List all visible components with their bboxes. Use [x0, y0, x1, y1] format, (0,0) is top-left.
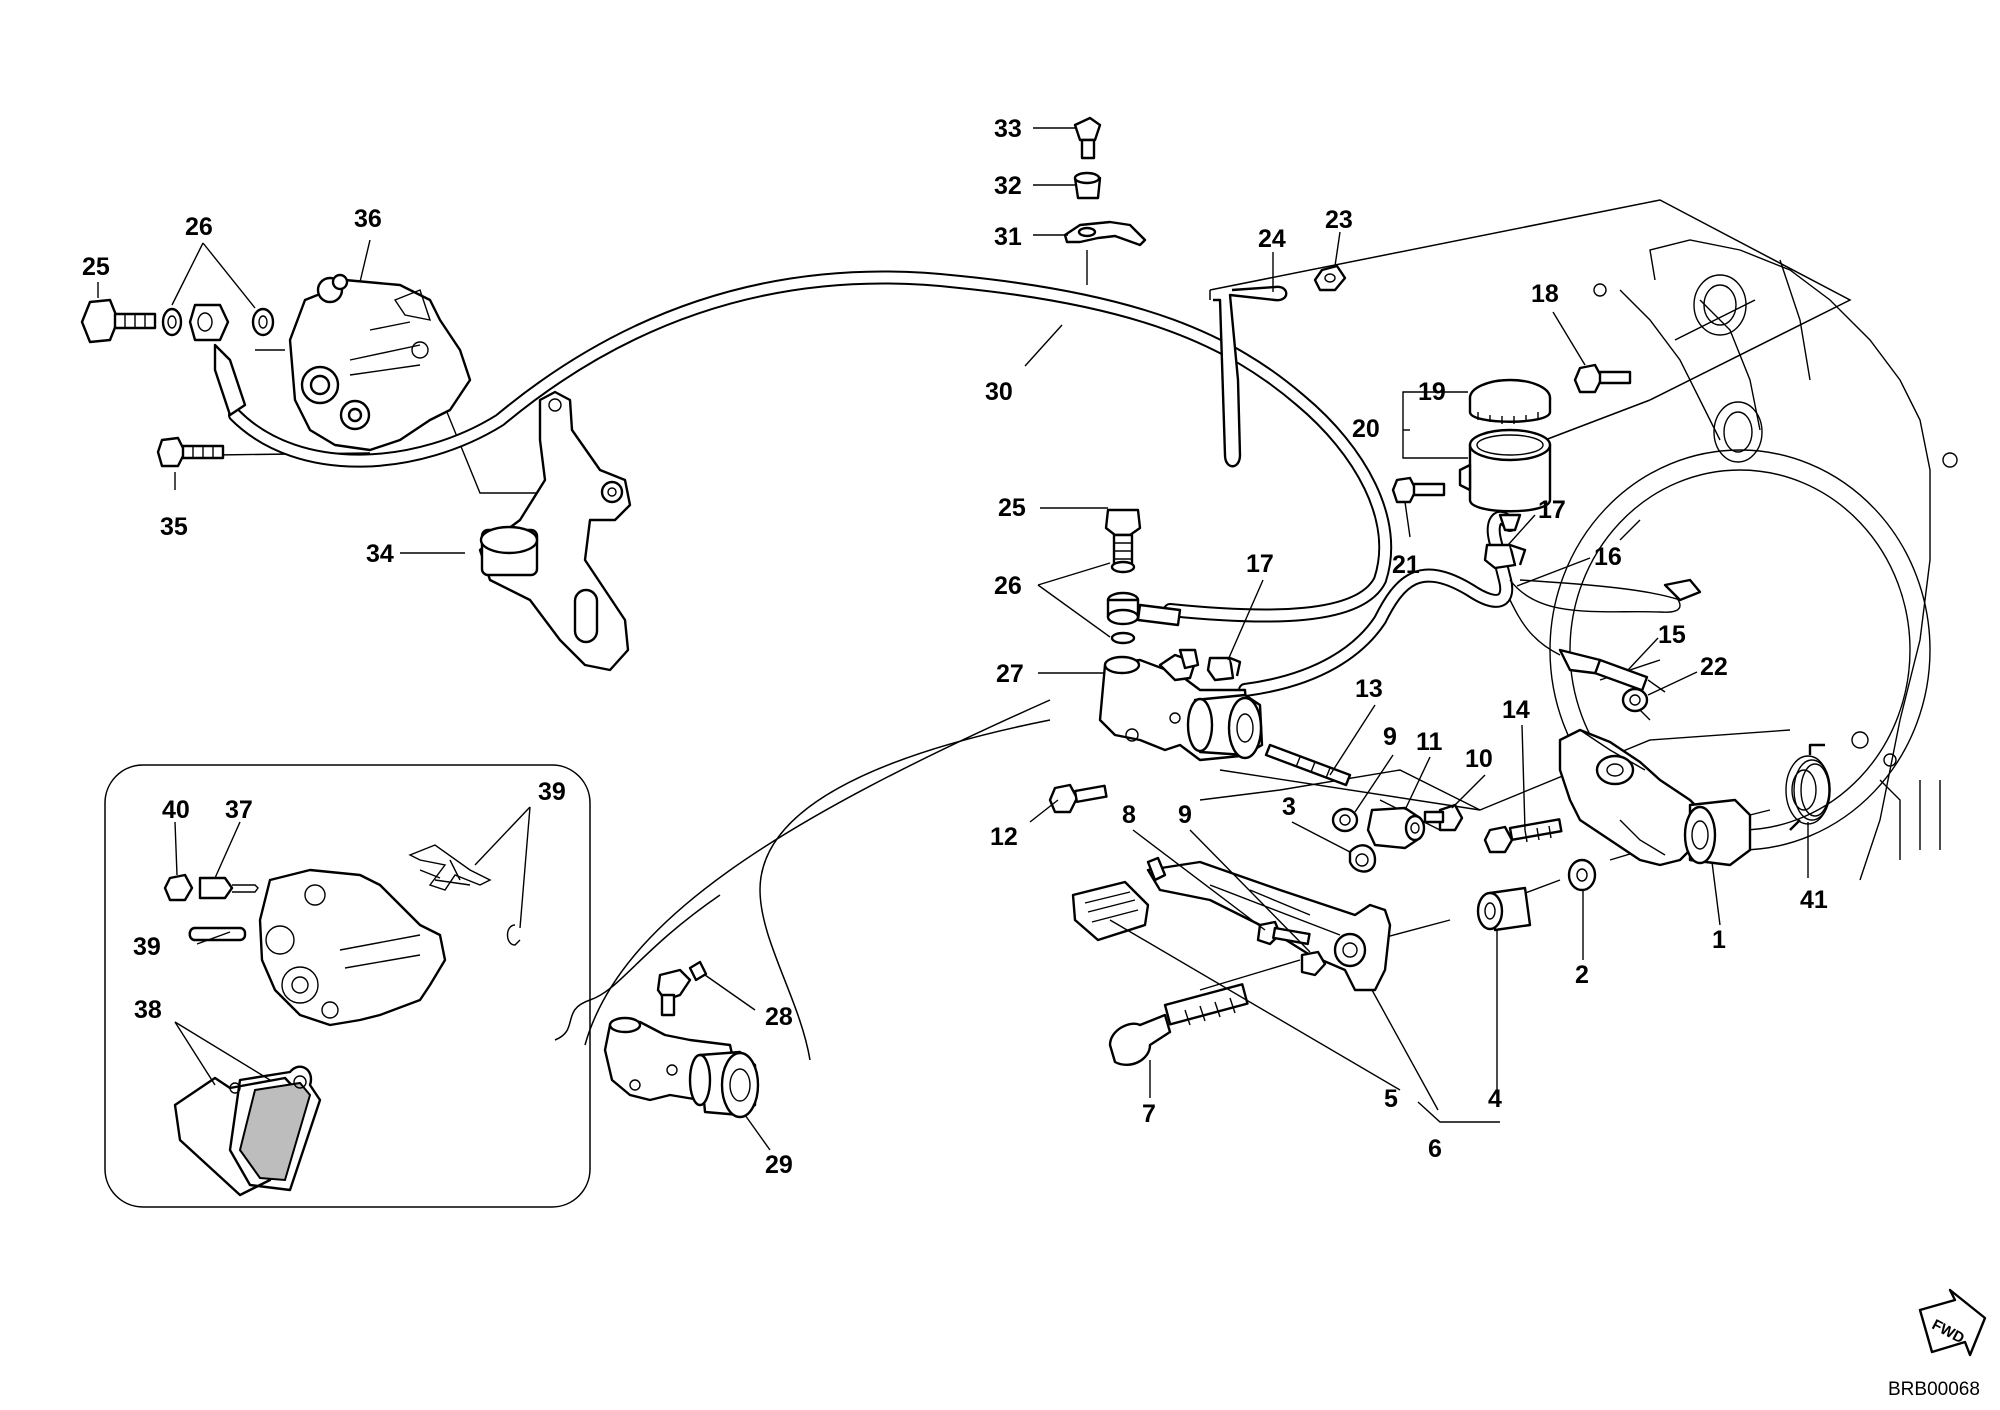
callout-leaders	[97, 127, 1809, 1151]
callout-37: 37	[225, 796, 253, 824]
brake-fluid-reservoir	[1458, 378, 1552, 532]
callout-9-lower: 9	[1178, 801, 1192, 829]
callout-39-inset-left: 39	[133, 933, 161, 961]
callout-30: 30	[985, 378, 1013, 406]
master-cylinder	[1098, 648, 1264, 762]
callout-34: 34	[366, 540, 394, 568]
callout-labels: 1 2 3 4 5 6 7 8 9 9 10 11 12 13 14 15 16…	[82, 115, 1828, 1179]
callout-12: 12	[990, 823, 1018, 851]
brake-pedal	[1071, 856, 1392, 992]
pedal-shaft	[1108, 983, 1249, 1067]
hose-clips	[1206, 543, 1527, 682]
callout-9-upper: 9	[1383, 723, 1397, 751]
reservoir-mount-bolt	[1391, 476, 1446, 504]
callout-2: 2	[1575, 961, 1589, 989]
callout-19: 19	[1418, 378, 1446, 406]
callout-23: 23	[1325, 206, 1353, 234]
brake-hose	[228, 270, 1517, 697]
callout-14: 14	[1502, 696, 1530, 724]
banjo-bolt-left	[80, 298, 275, 417]
pedal-bracket	[1558, 728, 1752, 867]
callout-38: 38	[134, 996, 162, 1024]
callout-17-lower: 17	[1246, 550, 1274, 578]
callout-32: 32	[994, 172, 1022, 200]
caliper-bolt	[156, 436, 225, 468]
callout-18: 18	[1531, 280, 1559, 308]
callout-36: 36	[354, 205, 382, 233]
banjo-bolt-center	[1104, 508, 1182, 645]
switch-washer	[1621, 687, 1649, 713]
callout-5: 5	[1384, 1085, 1398, 1113]
callout-4: 4	[1488, 1085, 1502, 1113]
callout-31: 31	[994, 223, 1022, 251]
caliper-bracket	[478, 390, 632, 672]
pivot-bolt	[1483, 818, 1563, 854]
callout-16: 16	[1594, 543, 1622, 571]
callout-13: 13	[1355, 675, 1383, 703]
callout-26-left: 26	[185, 213, 213, 241]
clevis-assembly	[1331, 803, 1464, 873]
master-cylinder-detail	[603, 960, 760, 1119]
callout-17-upper: 17	[1538, 496, 1566, 524]
callout-33: 33	[994, 115, 1022, 143]
rear-caliper	[288, 273, 472, 452]
reservoir-bolt	[1573, 363, 1632, 394]
callout-40: 40	[162, 796, 190, 824]
callout-10: 10	[1465, 745, 1493, 773]
callout-7: 7	[1142, 1100, 1156, 1128]
callout-3: 3	[1282, 793, 1296, 821]
callout-1: 1	[1712, 926, 1726, 954]
master-cylinder-bolt	[1048, 783, 1108, 814]
callout-26-center: 26	[994, 572, 1022, 600]
callout-24: 24	[1258, 225, 1286, 253]
callout-21: 21	[1392, 551, 1420, 579]
pivot-washer-and-bush	[1476, 858, 1597, 932]
brake-light-switch	[1509, 578, 1702, 693]
callout-39-inset-top: 39	[538, 778, 566, 806]
drawing-code: BRB00068	[1888, 1379, 1980, 1400]
leader-lines	[214, 199, 1852, 1061]
fwd-arrow-icon: FWD	[1918, 1288, 1987, 1357]
callout-29: 29	[765, 1151, 793, 1179]
callout-20: 20	[1352, 415, 1380, 443]
callout-11: 11	[1416, 728, 1443, 756]
callout-15: 15	[1658, 621, 1686, 649]
callout-41: 41	[1800, 886, 1828, 914]
callout-27: 27	[996, 660, 1024, 688]
callout-25-center: 25	[998, 494, 1026, 522]
callout-22: 22	[1700, 653, 1728, 681]
callout-6: 6	[1428, 1135, 1442, 1163]
hose-clamp	[1063, 116, 1147, 285]
callout-35: 35	[160, 513, 188, 541]
hose-guide	[1213, 264, 1347, 468]
push-rod	[1264, 743, 1352, 787]
callout-28: 28	[765, 1003, 793, 1031]
callout-8: 8	[1122, 801, 1136, 829]
caliper-parts-inset	[104, 764, 591, 1208]
callout-25-left: 25	[82, 253, 110, 281]
return-spring	[1785, 743, 1831, 831]
